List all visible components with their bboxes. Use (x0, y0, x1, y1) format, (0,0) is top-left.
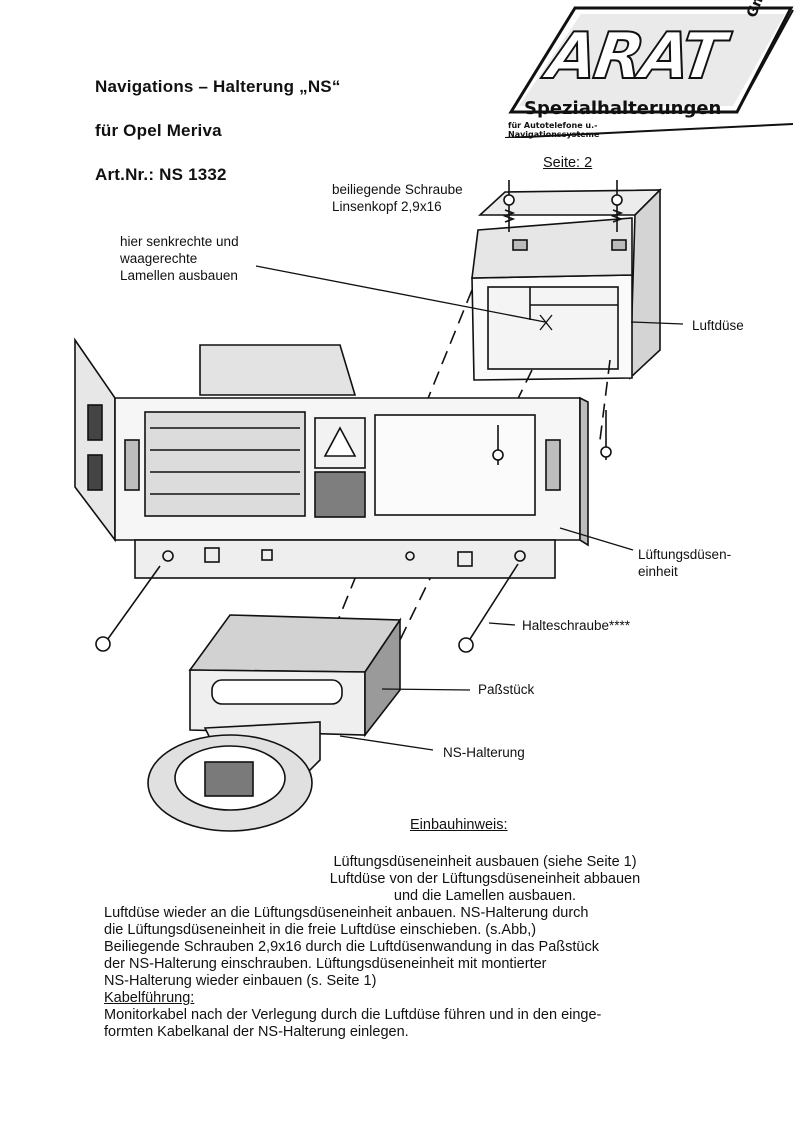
label-screw-line-1: beiliegende Schraube (332, 182, 463, 197)
label-remove-line-1: hier senkrechte und (120, 234, 239, 249)
label-remove-line-3: Lamellen ausbauen (120, 268, 238, 283)
label-unit-line-2: einheit (638, 564, 678, 579)
logo-subline: für Autotelefone u.-Navigationssysteme (508, 121, 600, 139)
label-screw: beiliegende Schraube Linsenkopf 2,9x16 (332, 181, 463, 215)
label-unit-line-1: Lüftungsdüsen- (638, 547, 732, 562)
instruction-line: der NS-Halterung einschrauben. Lüftungsd… (104, 956, 547, 972)
instruction-line: Beiliegende Schrauben 2,9x16 durch die L… (104, 939, 599, 955)
label-unit: Lüftungsdüsen- einheit (638, 546, 731, 580)
side-screws (95, 410, 612, 653)
lueftungsduesen-einheit (74, 337, 589, 579)
instruction-line: NS-Halterung wieder einbauen (s. Seite 1… (104, 973, 377, 989)
instruction-line: und die Lamellen ausbauen. (393, 888, 577, 904)
label-screw-line-2: Linsenkopf 2,9x16 (332, 199, 442, 214)
instruction-line: die Lüftungsdüseneinheit in die freie Lu… (104, 922, 537, 938)
logo-shape (505, 6, 794, 138)
instruction-line: Luftdüse wieder an die Lüftungsdüseneinh… (104, 905, 589, 921)
passstueck (188, 614, 402, 738)
ns-halterung (147, 721, 321, 832)
cable-line: Monitorkabel nach der Verlegung durch di… (104, 1007, 602, 1023)
page-number: Seite: 2 (543, 155, 593, 171)
instruction-line: Lüftungsdüseneinheit ausbauen (siehe Sei… (333, 854, 637, 870)
label-halteschraube: Halteschraube**** (522, 618, 631, 633)
label-luftduese: Luftdüse (692, 318, 744, 333)
instructions-centered: Lüftungsdüseneinheit ausbauen (siehe Sei… (295, 854, 675, 905)
leader-lines (255, 265, 684, 751)
label-ns-halterung: NS-Halterung (443, 745, 525, 760)
cable-heading: Kabelführung: (104, 990, 195, 1006)
vehicle-subtitle: für Opel Meriva (95, 121, 222, 140)
document-title: Navigations – Halterung „NS“ (95, 77, 341, 96)
instructions-body: Luftdüse wieder an die Lüftungsdüseneinh… (104, 905, 601, 1041)
logo-tagline: Spezialhalterungen (524, 98, 722, 119)
instruction-line: Luftdüse von der Lüftungsdüseneinheit ab… (329, 871, 641, 887)
top-screws (502, 180, 624, 232)
label-passstueck: Paßstück (478, 682, 535, 697)
luftduese-box (471, 188, 662, 381)
cable-line: formten Kabelkanal der NS-Halterung einl… (104, 1024, 409, 1040)
instructions-heading: Einbauhinweis: (410, 817, 508, 833)
label-remove-lamellen: hier senkrechte und waagerechte Lamellen… (120, 233, 239, 284)
article-number: Art.Nr.: NS 1332 (95, 165, 227, 184)
label-remove-line-2: waagerechte (120, 251, 198, 266)
